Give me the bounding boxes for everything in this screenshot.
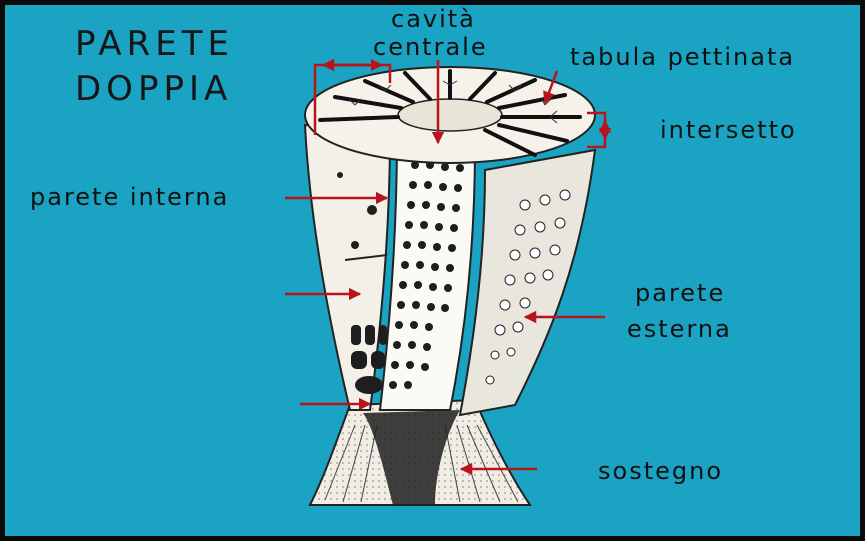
label-parete-interna: parete interna [30, 185, 229, 209]
label-tabula-pettinata: tabula pettinata [570, 45, 795, 69]
label-cavita-line-2: centrale [373, 35, 488, 59]
label-intersetto: intersetto [660, 118, 797, 142]
title-line-1: PARETE [75, 27, 234, 61]
cup-skeleton-drawing [305, 67, 595, 505]
label-parete-esterna-line-1: parete [635, 281, 725, 305]
label-sostegno: sostegno [598, 459, 723, 483]
title-line-2: DOPPIA [75, 72, 232, 106]
label-parete-esterna-line-2: esterna [627, 317, 732, 341]
label-cavita-line-1: cavità [391, 7, 476, 31]
